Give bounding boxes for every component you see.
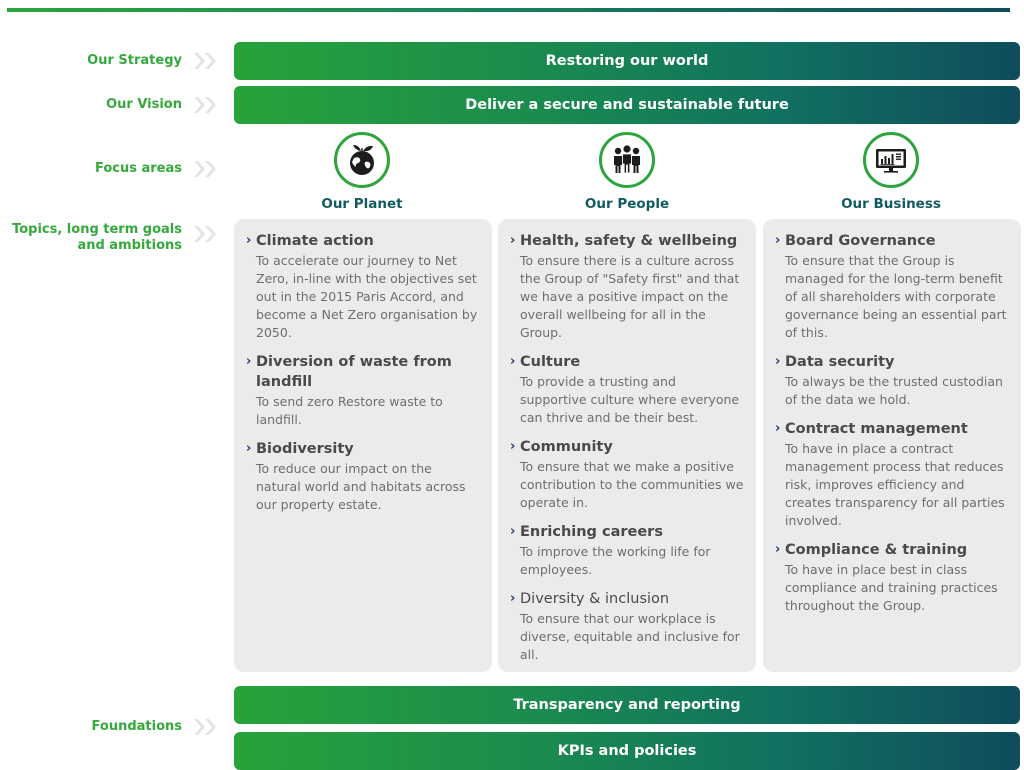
- row-label-foundations: Foundations: [91, 719, 182, 734]
- chevron-right-icon: ›: [510, 524, 516, 539]
- topic-item: › Climate action To accelerate our journe…: [246, 231, 480, 342]
- topic-description: To send zero Restore waste to landfill.: [256, 394, 443, 427]
- topic-description: To ensure that we make a positive contri…: [520, 459, 744, 510]
- double-chevron-icon: [192, 224, 220, 244]
- top-divider: [7, 8, 1010, 12]
- topic-item: › Diversion of waste from landfill To sen…: [246, 352, 480, 429]
- topic-heading: Enriching careers: [520, 524, 663, 540]
- chevron-right-icon: ›: [246, 354, 252, 369]
- topic-description: To accelerate our journey to Net Zero, i…: [256, 253, 478, 340]
- row-label-vision: Our Vision: [106, 97, 182, 112]
- focus-title-planet: Our Planet: [321, 196, 403, 212]
- topic-description: To ensure that our workplace is diverse,…: [520, 611, 740, 662]
- chevron-right-icon: ›: [510, 354, 516, 369]
- topic-item: › Compliance & training To have in place …: [775, 540, 1009, 615]
- topic-item: › Community To ensure that we make a posi…: [510, 437, 744, 512]
- topic-item: › Data security To always be the trusted …: [775, 352, 1009, 409]
- chevron-right-icon: ›: [775, 354, 781, 369]
- topic-item: › Contract management To have in place a …: [775, 419, 1009, 530]
- topic-description: To have in place best in class complianc…: [785, 562, 998, 613]
- topic-item: › Culture To provide a trusting and suppo…: [510, 352, 744, 427]
- chevron-right-icon: ›: [246, 441, 252, 456]
- topic-description: To have in place a contract management p…: [785, 441, 1005, 528]
- topic-heading: Contract management: [785, 421, 968, 437]
- monitor-chart-icon: [863, 132, 919, 188]
- double-chevron-icon: [192, 51, 220, 71]
- topics-card-business: › Board Governance To ensure that the Gro…: [763, 219, 1021, 672]
- focus-area-planet: Our Planet: [234, 132, 490, 212]
- double-chevron-icon: [192, 95, 220, 115]
- topic-heading: Diversion of waste from landfill: [256, 354, 452, 390]
- topic-item: › Enriching careers To improve the workin…: [510, 522, 744, 579]
- topic-heading: Data security: [785, 354, 895, 370]
- chevron-right-icon: ›: [246, 233, 252, 248]
- topic-item: › Biodiversity To reduce our impact on th…: [246, 439, 480, 514]
- focus-area-people: Our People: [499, 132, 755, 212]
- globe-leaf-icon: [334, 132, 390, 188]
- row-label-strategy: Our Strategy: [87, 53, 182, 68]
- row-label-topics: Topics, long term goals and ambitions: [12, 222, 182, 253]
- topic-item: › Health, safety & wellbeing To ensure th…: [510, 231, 744, 342]
- chevron-right-icon: ›: [775, 421, 781, 436]
- topic-heading: Climate action: [256, 233, 374, 249]
- foundation-band-transparency: Transparency and reporting: [234, 686, 1020, 724]
- chevron-right-icon: ›: [775, 542, 781, 557]
- topic-heading: Diversity & inclusion: [520, 591, 670, 607]
- topics-card-planet: › Climate action To accelerate our journe…: [234, 219, 492, 672]
- topic-description: To ensure that the Group is managed for …: [785, 253, 1007, 340]
- topic-description: To provide a trusting and supportive cul…: [520, 374, 740, 425]
- focus-area-business: Our Business: [763, 132, 1019, 212]
- chevron-right-icon: ›: [510, 591, 516, 606]
- topic-item: › Board Governance To ensure that the Gro…: [775, 231, 1009, 342]
- topic-heading: Biodiversity: [256, 441, 354, 457]
- topic-item: › Diversity & inclusion To ensure that ou…: [510, 589, 744, 664]
- row-label-focus: Focus areas: [94, 161, 182, 176]
- topic-heading: Culture: [520, 354, 581, 370]
- focus-title-business: Our Business: [841, 196, 941, 212]
- topic-heading: Compliance & training: [785, 542, 968, 558]
- foundation-band-kpis: KPIs and policies: [234, 732, 1020, 770]
- topics-card-people: › Health, safety & wellbeing To ensure th…: [498, 219, 756, 672]
- focus-title-people: Our People: [584, 196, 670, 212]
- topic-heading: Community: [520, 439, 613, 455]
- double-chevron-icon: [192, 717, 220, 737]
- topic-description: To improve the working life for employee…: [520, 544, 711, 577]
- topic-heading: Health, safety & wellbeing: [520, 233, 738, 249]
- chevron-right-icon: ›: [510, 439, 516, 454]
- topic-description: To ensure there is a culture across the …: [520, 253, 740, 340]
- strategy-band: Restoring our world: [234, 42, 1020, 80]
- topic-description: To reduce our impact on the natural worl…: [256, 461, 466, 512]
- chevron-right-icon: ›: [775, 233, 781, 248]
- topic-description: To always be the trusted custodian of th…: [785, 374, 1003, 407]
- vision-band: Deliver a secure and sustainable future: [234, 86, 1020, 124]
- people-group-icon: [599, 132, 655, 188]
- topic-heading: Board Governance: [785, 233, 936, 249]
- double-chevron-icon: [192, 159, 220, 179]
- chevron-right-icon: ›: [510, 233, 516, 248]
